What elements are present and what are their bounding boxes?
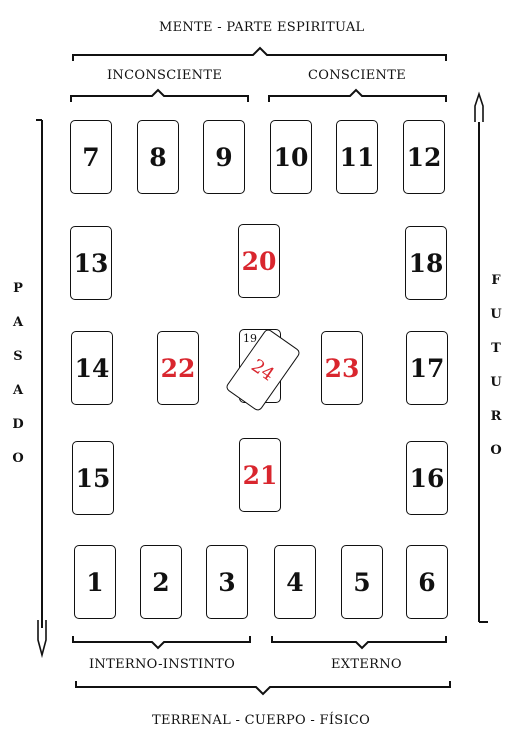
externo-brace (271, 636, 447, 650)
inconsciente-brace (70, 88, 249, 102)
card-6: 6 (406, 545, 448, 619)
card-3: 3 (206, 545, 248, 619)
card-7: 7 (70, 120, 112, 194)
card-4: 4 (274, 545, 316, 619)
label-inconsciente: INCONSCIENTE (107, 68, 223, 83)
bottom-brace (75, 681, 451, 696)
card-21: 21 (239, 438, 281, 512)
card-9: 9 (203, 120, 245, 194)
card-14: 14 (71, 331, 113, 405)
futuro-arrow-head (474, 91, 484, 122)
label-mente: MENTE - PARTE ESPIRITUAL (159, 20, 365, 35)
consciente-brace (268, 88, 447, 102)
interno-brace (72, 636, 251, 650)
label-terrenal: TERRENAL - CUERPO - FÍSICO (152, 713, 371, 728)
card-10: 10 (270, 120, 312, 194)
label-consciente: CONSCIENTE (308, 68, 406, 83)
card-23: 23 (321, 331, 363, 405)
card-8: 8 (137, 120, 179, 194)
label-externo: EXTERNO (331, 657, 402, 672)
card-18: 18 (405, 226, 447, 300)
card-15: 15 (72, 441, 114, 515)
card-5: 5 (341, 545, 383, 619)
card-12: 12 (403, 120, 445, 194)
card-13: 13 (70, 226, 112, 300)
card-22: 22 (157, 331, 199, 405)
label-interno-instinto: INTERNO-INSTINTO (89, 657, 236, 672)
card-11: 11 (336, 120, 378, 194)
card-20: 20 (238, 224, 280, 298)
pasado-arrow-head (37, 620, 47, 659)
card-2: 2 (140, 545, 182, 619)
card-16: 16 (406, 441, 448, 515)
card-17: 17 (406, 331, 448, 405)
card-1: 1 (74, 545, 116, 619)
top-brace (72, 46, 447, 61)
